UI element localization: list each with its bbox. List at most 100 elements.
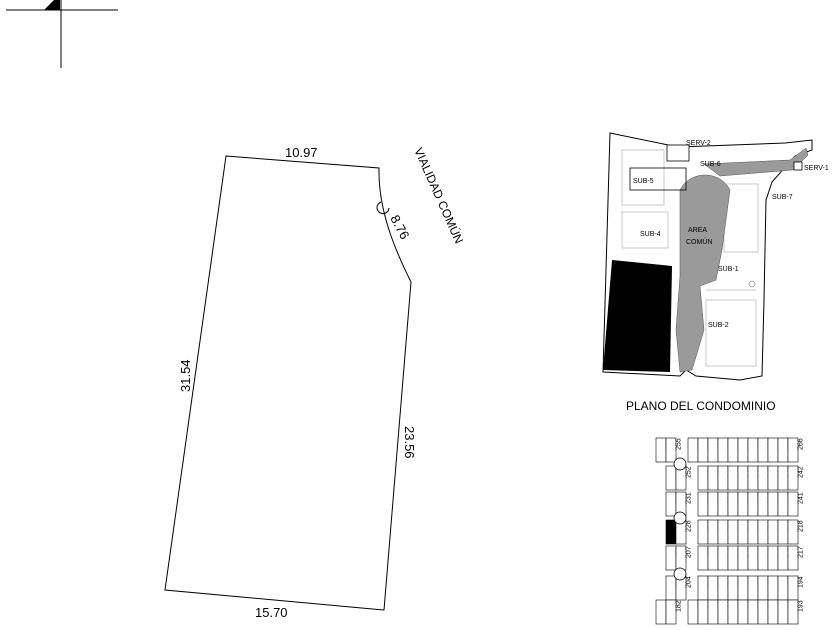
lot-number: 204 [686,576,693,588]
lot-boundary [164,155,412,611]
lot-number: 252 [686,466,693,478]
lot-number: 217 [798,546,805,558]
lot-cell [757,437,769,463]
lot-cell [717,491,729,517]
curve-marker [376,201,390,215]
lot-cell [757,599,769,625]
label-comun: COMÚN [686,237,712,246]
lot-cell [707,437,719,463]
lot-cell [665,465,677,491]
north-arrow-icon [6,0,118,68]
cul-de-sac [673,511,687,525]
lot-cell [767,575,779,601]
label-sub1: SUB-1 [718,266,739,273]
lot-number: 228 [686,520,693,532]
lot-cell [787,491,799,517]
lot-cell [707,519,719,545]
lot-number: 207 [686,546,693,558]
lot-cell [687,437,699,463]
label-sub2: SUB-2 [708,322,729,329]
dim-bottom: 15.70 [255,605,288,620]
lot-cell [665,575,677,601]
lot-cell [757,519,769,545]
lot-cell [737,437,749,463]
dim-left: 31.54 [178,359,193,392]
lot-number: 255 [676,438,683,450]
lot-cell [665,491,677,517]
lot-cell [697,437,709,463]
lot-cell [717,545,729,571]
lot-cell [737,465,749,491]
lot-cell [697,575,709,601]
lot-cell [655,437,667,463]
lot-cell [737,575,749,601]
cul-de-sac [673,457,687,471]
lot-cell [655,599,667,625]
cul-de-sac [673,567,687,581]
label-area: AREA [688,227,707,234]
lot-cell [707,491,719,517]
lot-cell [777,437,789,463]
label-sub7: SUB-7 [772,194,793,201]
lot-cell [717,465,729,491]
lot-cell [787,437,799,463]
lot-cell [747,545,759,571]
lot-number: 242 [798,466,805,478]
lot-cell [757,575,769,601]
lot-cell [757,545,769,571]
lot-cell [777,575,789,601]
lot-cell [707,599,719,625]
lot-cell [787,519,799,545]
lot-cell [727,545,739,571]
dim-right: 23.56 [402,426,417,459]
lot-cell [665,519,677,545]
lot-cell [665,437,677,463]
lot-cell [697,519,709,545]
label-serv1: SERV-1 [804,165,829,172]
lot-number: 241 [798,492,805,504]
lot-number: 231 [686,492,693,504]
label-serv2: SERV-2 [686,140,711,147]
lot-cell [697,491,709,517]
lot-cell [727,575,739,601]
lot-cell [757,491,769,517]
lot-cell [767,465,779,491]
lot-cell [687,599,699,625]
lot-cell [777,545,789,571]
label-sub6: SUB-6 [700,161,721,168]
lot-cell [747,465,759,491]
lot-number: 266 [798,438,805,450]
lot-cell [707,545,719,571]
lot-cell [747,491,759,517]
lot-cell [697,599,709,625]
lot-cell [707,465,719,491]
lot-cell [777,599,789,625]
lot-cell [737,519,749,545]
lot-cell [727,437,739,463]
lot-cell [697,465,709,491]
lot-cell [747,599,759,625]
lot-cell [665,599,677,625]
lot-cell [707,575,719,601]
lot-cell [727,465,739,491]
lot-cell [747,575,759,601]
lot-cell [757,465,769,491]
street-label: VIALIDAD COMÚN [411,145,467,246]
lot-cell [717,599,729,625]
lot-number: 193 [798,600,805,612]
label-sub5: SUB-5 [633,178,654,185]
label-sub4: SUB-4 [640,231,661,238]
lot-cell [727,599,739,625]
lot-cell [747,437,759,463]
lot-cell [787,599,799,625]
lot-cell [787,465,799,491]
lot-cell [717,575,729,601]
lot-cell [737,599,749,625]
lot-cell [787,545,799,571]
lot-cell [717,437,729,463]
lot-cell [737,491,749,517]
lot-number: 194 [798,576,805,588]
lot-cell [665,545,677,571]
lot-cell [767,545,779,571]
